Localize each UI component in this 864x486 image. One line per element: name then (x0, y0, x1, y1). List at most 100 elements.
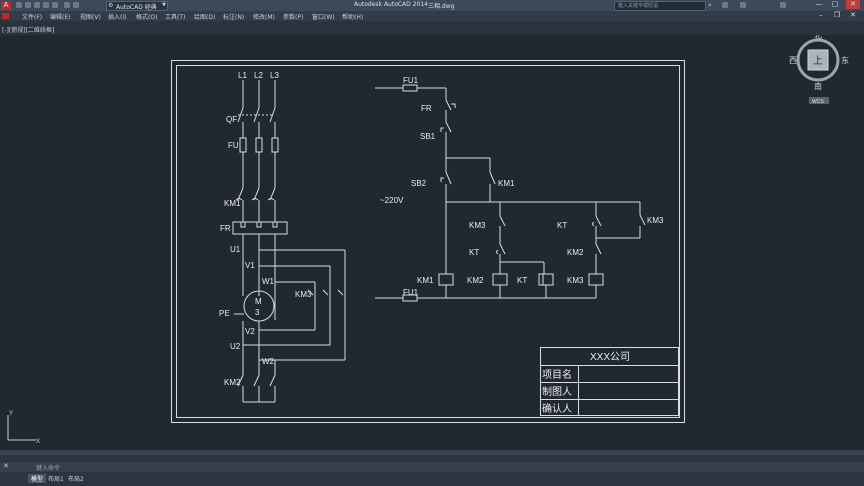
doc-restore-button[interactable]: ❐ (833, 11, 841, 19)
tab-layout1[interactable]: 布局1 (48, 476, 64, 483)
viewcube-north[interactable]: 北 (814, 35, 822, 40)
label-w2: W2 (262, 357, 275, 366)
exchange-icon[interactable] (740, 2, 746, 8)
label-l3: L3 (270, 71, 279, 80)
km1-aux-contact (489, 171, 496, 185)
label-km2: KM2 (224, 378, 241, 387)
viewcube-wcs[interactable]: WCS (812, 99, 824, 105)
close-icon[interactable]: ✕ (3, 462, 9, 470)
label-coil-km3: KM3 (567, 276, 584, 285)
open-icon[interactable] (25, 2, 31, 8)
app-small-icon (2, 13, 9, 19)
label-l1: L1 (238, 71, 247, 80)
viewcube-west[interactable]: 西 (789, 56, 797, 65)
label-v2: V2 (245, 327, 255, 336)
search-icon[interactable]: ⌕ (708, 1, 712, 9)
label-ctrl-km3-a: KM3 (469, 221, 486, 230)
redo-icon[interactable] (73, 2, 79, 8)
label-u1: U1 (230, 245, 241, 254)
fr-thermal-relay (232, 221, 288, 235)
close-button[interactable]: ✕ (846, 0, 860, 9)
tab-model[interactable]: 模型 (28, 474, 47, 483)
menu-edit[interactable]: 编辑(E) (50, 14, 71, 21)
menu-bar: 文件(F) 编辑(E) 视图(V) 插入(I) 格式(O) 工具(T) 绘图(D… (0, 11, 864, 21)
title-bar: A ⚙ AutoCAD 经典 ▼ Autodesk AutoCAD 2014 三… (0, 0, 864, 11)
menu-window[interactable]: 窗口(W) (312, 14, 335, 21)
account-icon[interactable] (722, 2, 728, 8)
menu-insert[interactable]: 插入(I) (108, 14, 127, 21)
viewport-controls[interactable]: [-][俯视][二维线框] (2, 27, 55, 34)
ucs-icon (7, 415, 36, 441)
window-title-app: Autodesk AutoCAD 2014 (354, 1, 428, 8)
minimize-button[interactable]: — (815, 0, 823, 8)
kt-timer-contact-b (592, 215, 602, 234)
title-drawn-by: 制图人 (542, 385, 572, 398)
menu-modify[interactable]: 修改(M) (253, 14, 275, 21)
sheet-inner-border (176, 65, 680, 418)
sb1-button (440, 121, 452, 140)
kt-timer-contact-a (496, 243, 506, 262)
label-l2: L2 (254, 71, 263, 80)
settings-icon: ⚙ (108, 2, 114, 9)
saveas-icon[interactable] (43, 2, 49, 8)
qf-switch (237, 107, 244, 123)
help-icon[interactable] (780, 2, 786, 8)
viewcube-south[interactable]: 南 (814, 81, 822, 91)
menu-view[interactable]: 视图(V) (80, 14, 101, 21)
fr-nc-contact (445, 99, 456, 120)
viewcube-east[interactable]: 东 (841, 55, 849, 65)
label-coil-km1: KM1 (417, 276, 434, 285)
search-input[interactable]: 键入关键字或短语 (614, 1, 706, 11)
label-fu1-bottom: FU1 (403, 288, 419, 297)
fu1-top-fuse (402, 84, 418, 92)
label-ctrl-km3-b: KM3 (647, 216, 664, 225)
file-tab-bar: [-][俯视][二维线框] (0, 21, 864, 35)
print-icon[interactable] (52, 2, 58, 8)
save-icon[interactable] (34, 2, 40, 8)
menu-file[interactable]: 文件(F) (22, 14, 43, 21)
sheet-outer-border (171, 60, 685, 423)
search-placeholder: 键入关键字或短语 (618, 3, 659, 9)
menu-format[interactable]: 格式(O) (136, 14, 158, 21)
label-qf: QF (226, 115, 237, 124)
label-sb2: SB2 (411, 179, 427, 188)
tab-layout2[interactable]: 布局2 (68, 476, 84, 483)
menu-parametric[interactable]: 参数(P) (283, 14, 304, 21)
label-km1: KM1 (224, 199, 241, 208)
viewcube[interactable]: 上 北 南 西 东 WCS (789, 35, 849, 105)
label-u2: U2 (230, 342, 241, 351)
command-line[interactable]: ✕ 键入命令 (0, 462, 864, 472)
coil-km2 (492, 273, 508, 286)
horizontal-scrollbar[interactable] (0, 450, 864, 455)
km2-aux-contact (595, 243, 602, 262)
coil-kt (538, 273, 554, 286)
coil-km3 (588, 273, 604, 286)
menu-help[interactable]: 帮助(H) (342, 14, 364, 21)
km3-aux-contact-a (499, 215, 506, 234)
workspace-select[interactable]: ⚙ AutoCAD 经典 ▼ (106, 1, 168, 11)
undo-icon[interactable] (64, 2, 70, 8)
doc-close-button[interactable]: ✕ (850, 11, 856, 19)
menu-draw[interactable]: 绘图(D) (194, 14, 216, 21)
title-project: 项目名 (542, 368, 572, 381)
ucs-x: X (36, 439, 40, 445)
layout-tab-bar: 模型 布局1 布局2 (0, 473, 864, 486)
label-fu1-top: FU1 (403, 76, 419, 85)
drawing-area[interactable]: L1 L2 L3 QF FU KM1 FR U1 V1 W1 KM3 M 3 P… (0, 35, 864, 450)
label-coil-kt: KT (517, 276, 527, 285)
label-voltage: ~220V (380, 196, 404, 205)
doc-minimize-button[interactable]: – (819, 11, 823, 19)
label-v1: V1 (245, 261, 255, 270)
menu-tools[interactable]: 工具(T) (165, 14, 186, 21)
new-icon[interactable] (16, 2, 22, 8)
drawing-svg: L1 L2 L3 QF FU KM1 FR U1 V1 W1 KM3 M 3 P… (7, 35, 849, 445)
label-fr: FR (220, 224, 231, 233)
label-ctrl-kt-b: KT (557, 221, 567, 230)
menu-dimension[interactable]: 标注(N) (223, 14, 245, 21)
label-ctrl-km2-b: KM2 (567, 248, 584, 257)
viewcube-top[interactable]: 上 (813, 55, 823, 67)
command-prompt: 键入命令 (36, 465, 61, 472)
maximize-button[interactable]: □ (831, 0, 839, 8)
app-menu-icon[interactable]: A (1, 1, 11, 10)
km2-contact (237, 374, 244, 387)
